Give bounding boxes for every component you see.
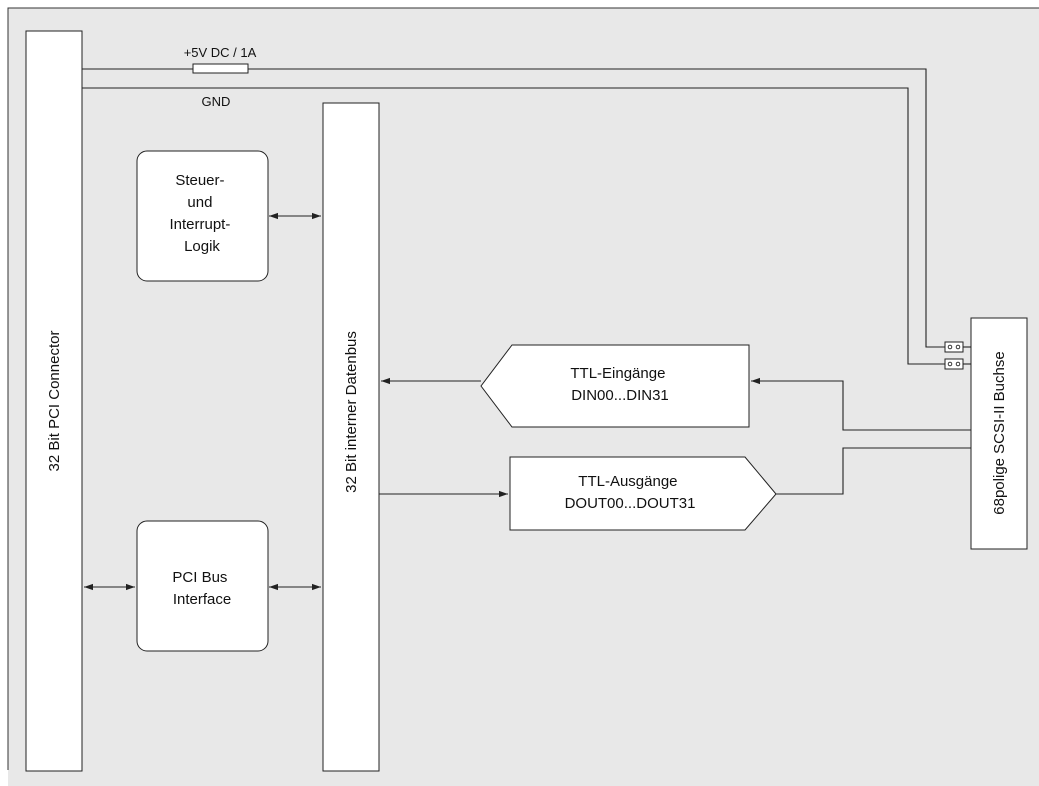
pci-interface-line: PCI Bus (172, 569, 227, 586)
ttl-outputs-line: DOUT00...DOUT31 (565, 495, 696, 512)
ground-wire: GND (82, 87, 945, 365)
voltage-label: +5V DC / 1A (184, 45, 257, 60)
arrow-socket-to-ttl-inputs (751, 377, 971, 431)
ground-label: GND (202, 94, 231, 109)
ttl-inputs-line: TTL-Eingänge (570, 365, 665, 382)
ttl-outputs-block: TTL-Ausgänge DOUT00...DOUT31 (509, 456, 777, 531)
control-logic-line: und (187, 194, 212, 211)
control-logic-line: Interrupt- (169, 216, 230, 233)
internal-bus-label: 32 Bit interner Datenbus (343, 331, 360, 493)
power-wire: +5V DC / 1A (82, 45, 945, 348)
pci-connector: 32 Bit PCI Connector (25, 30, 83, 772)
ttl-inputs-line: DIN00...DIN31 (571, 387, 669, 404)
scsi-socket: 68polige SCSI-II Buchse (970, 317, 1028, 550)
svg-text:TTL-Ausgänge DOUT00...DO: TTL-Ausgänge DOUT00...DOUT31 (565, 473, 696, 512)
scsi-socket-label: 68polige SCSI-II Buchse (991, 351, 1008, 514)
diagram-border (7, 7, 1039, 770)
pci-interface-line: Interface (173, 591, 231, 608)
internal-data-bus: 32 Bit interner Datenbus (322, 102, 380, 772)
control-logic-line: Logik (184, 238, 220, 255)
ttl-outputs-line: TTL-Ausgänge (578, 473, 677, 490)
svg-text:TTL-Eingänge DIN00...DIN: TTL-Eingänge DIN00...DIN31 (570, 365, 669, 404)
pci-connector-label: 32 Bit PCI Connector (46, 331, 63, 472)
svg-text:PCI Bus Interface: PCI Bus Interface (172, 569, 231, 608)
control-logic-line: Steuer- (175, 172, 224, 189)
pci-bus-interface-block: PCI Bus Interface (136, 520, 269, 652)
jumper-ground (944, 358, 971, 370)
ttl-inputs-block: TTL-Eingänge DIN00...DIN31 (480, 344, 750, 428)
fuse (192, 63, 249, 74)
svg-text:Steuer- und Interr: Steuer- und Interrupt- Logik (169, 172, 234, 255)
control-interrupt-logic-block: Steuer- und Interrupt- Logik (136, 150, 269, 282)
line-ttl-outputs-to-socket (776, 447, 971, 495)
jumper-power (944, 341, 971, 353)
